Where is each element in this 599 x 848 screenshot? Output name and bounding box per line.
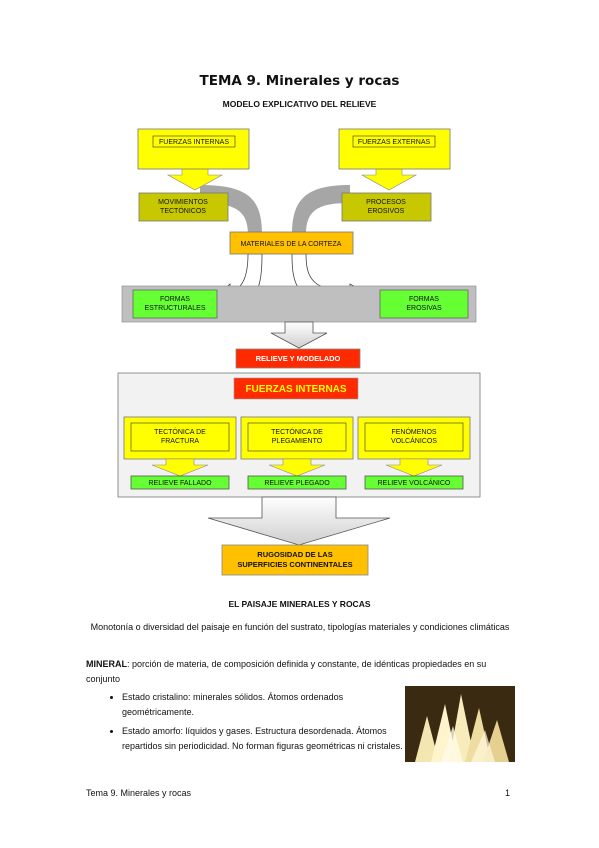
curved-arrow-right [292, 185, 350, 235]
page-title: TEMA 9. Minerales y rocas [199, 73, 400, 89]
box-relieve-volcanico [364, 475, 464, 490]
label-materiales: MATERIALES DE LA CORTEZA [241, 241, 342, 248]
label-fuerzas-internas: FUERZAS INTERNAS [159, 139, 229, 146]
box-relieve-fallado [130, 475, 230, 490]
box-formas-erosivas [379, 289, 469, 319]
down-arrow-volcanico [385, 458, 443, 477]
crystal-photo [405, 686, 515, 762]
page-number: 1 [505, 788, 511, 798]
label-tectonica-plegamiento-2: PLEGAMIENTO [272, 438, 323, 445]
box-formas-estructurales [132, 289, 218, 319]
label-tectonica-fractura-2: FRACTURA [161, 438, 199, 445]
box-tectonica-plegamiento [247, 422, 347, 452]
box-tectonica-fractura [130, 422, 230, 452]
states-list: Estado cristalino: minerales sólidos. Át… [100, 690, 412, 758]
box-fuerzas-internas-red [233, 377, 359, 400]
box-fuerzas-externas [338, 128, 451, 170]
intro-paragraph: Monotonía o diversidad del paisaje en fu… [90, 622, 510, 632]
label-rugosidad-1: RUGOSIDAD DE LAS [257, 550, 332, 559]
box-procesos [341, 192, 432, 222]
label-relieve-modelado: RELIEVE Y MODELADO [256, 354, 341, 363]
mineral-label: MINERAL [86, 659, 127, 669]
label-fenomenos-volcanicos-1: FENÓMENOS [391, 427, 436, 436]
list-item: Estado cristalino: minerales sólidos. Át… [122, 690, 412, 720]
box-fenomenos-volcanicos [364, 422, 464, 452]
box-fuerzas-internas [137, 128, 250, 170]
box-relieve-modelado [235, 348, 361, 369]
section-title: EL PAISAJE MINERALES Y ROCAS [228, 599, 371, 609]
list-item: Estado amorfo: líquidos y gases. Estruct… [122, 724, 412, 754]
label-formas-erosivas-2: EROSIVAS [406, 305, 442, 312]
label-formas-estructurales-2: ESTRUCTURALES [144, 305, 205, 312]
diagram-title: MODELO EXPLICATIVO DEL RELIEVE [222, 99, 377, 109]
label-tectonica-fractura-1: TECTÓNICA DE [154, 427, 206, 436]
down-arrow-relieve [270, 321, 328, 349]
label-movimientos-1: MOVIMIENTOS [158, 199, 208, 206]
label-relieve-volcanico: RELIEVE VOLCÁNICO [378, 478, 451, 487]
label-fuerzas-internas-red: FUERZAS INTERNAS [245, 384, 346, 395]
relief-model-diagram: FUERZAS INTERNAS FUERZAS EXTERNAS MOVIMI… [117, 128, 481, 576]
label-relieve-plegado: RELIEVE PLEGADO [264, 480, 330, 487]
down-arrow-fallado [151, 458, 209, 477]
big-down-arrow [207, 496, 391, 546]
down-arrow-plegado [268, 458, 326, 477]
mineral-definition-text: : porción de materia, de composición def… [86, 659, 487, 684]
label-procesos-1: PROCESOS [366, 199, 406, 206]
box-relieve-plegado [247, 475, 347, 490]
label-formas-erosivas-1: FORMAS [409, 296, 439, 303]
label-tectonica-plegamiento-1: TECTÓNICA DE [271, 427, 323, 436]
label-relieve-fallado: RELIEVE FALLADO [148, 480, 212, 487]
box-materiales [229, 231, 354, 255]
label-fuerzas-externas: FUERZAS EXTERNAS [358, 139, 431, 146]
down-arrow-externas [360, 167, 418, 191]
label-formas-estructurales-1: FORMAS [160, 296, 190, 303]
label-procesos-2: EROSIVOS [368, 208, 405, 215]
box-movimientos [138, 192, 229, 222]
crystal-image [405, 686, 515, 762]
label-movimientos-2: TECTÓNICOS [160, 206, 206, 215]
mineral-definition: MINERAL: porción de materia, de composic… [86, 657, 516, 687]
box-rugosidad [221, 544, 369, 576]
label-rugosidad-2: SUPERFICIES CONTINENTALES [237, 560, 352, 569]
footer-title: Tema 9. Minerales y rocas [86, 788, 192, 798]
label-fenomenos-volcanicos-2: VOLCÁNICOS [391, 436, 437, 445]
